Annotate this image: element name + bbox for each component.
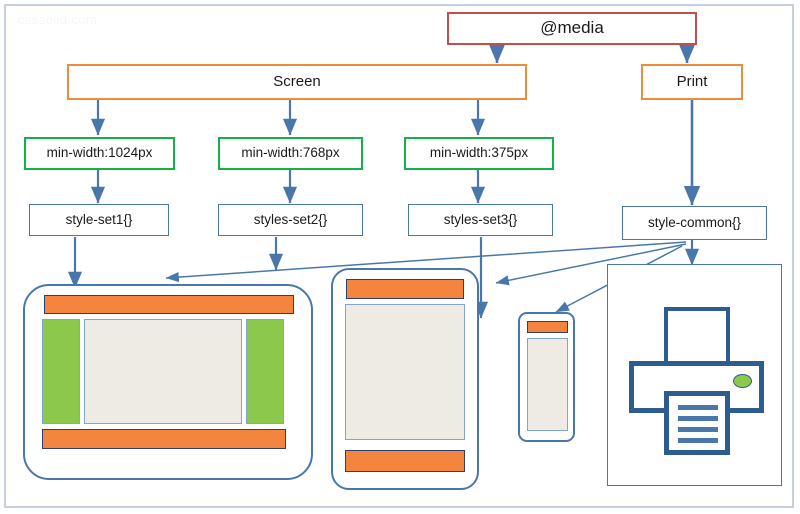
- node-style-set1[interactable]: style-set1{}: [29, 204, 169, 236]
- node-style-common[interactable]: style-common{}: [622, 206, 767, 240]
- desktop-content-area: [84, 319, 242, 424]
- desktop-left-sidebar: [42, 319, 80, 424]
- printer-page-line: [678, 427, 718, 432]
- tablet-header-bar: [346, 279, 464, 299]
- tablet-mockup[interactable]: [331, 268, 479, 490]
- node-media-type-screen[interactable]: Screen: [67, 64, 527, 100]
- printer-page-line: [678, 405, 718, 410]
- tablet-content-area: [345, 304, 465, 440]
- desktop-right-sidebar: [246, 319, 284, 424]
- page-border: [4, 4, 794, 508]
- node-condition-min-width-1024[interactable]: min-width:1024px: [24, 137, 175, 170]
- tablet-footer-bar: [345, 450, 465, 472]
- node-condition-min-width-768[interactable]: min-width:768px: [218, 137, 363, 170]
- desktop-footer-bar: [42, 429, 286, 449]
- phone-header-bar: [527, 321, 568, 333]
- desktop-header-bar: [44, 295, 294, 314]
- node-condition-min-width-375[interactable]: min-width:375px: [404, 137, 554, 170]
- printer-page-line: [678, 416, 718, 421]
- printer-paper-tray-icon: [664, 307, 730, 365]
- watermark-text: csssolid.com: [18, 12, 98, 27]
- phone-content-area: [527, 338, 568, 431]
- node-media-root[interactable]: @media: [447, 12, 697, 45]
- node-media-type-print[interactable]: Print: [641, 64, 743, 100]
- desktop-mockup[interactable]: [23, 284, 313, 480]
- node-styles-set3[interactable]: styles-set3{}: [408, 204, 553, 236]
- printer-page-line: [678, 438, 718, 443]
- node-styles-set2[interactable]: styles-set2{}: [218, 204, 363, 236]
- printer-led-icon: [733, 374, 752, 388]
- printer-output-page-icon: [664, 391, 730, 455]
- phone-mockup[interactable]: [518, 312, 575, 442]
- printer-mockup[interactable]: [607, 264, 782, 486]
